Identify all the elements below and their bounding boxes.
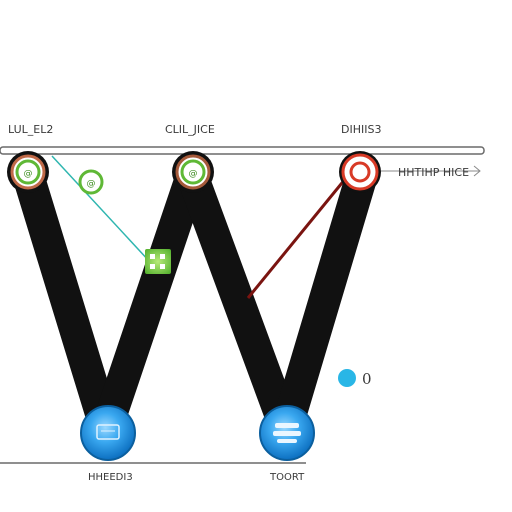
svg-text:@: @ <box>24 169 33 179</box>
label-bottom-left: HHEEDI3 <box>88 472 133 483</box>
node-bottom-right <box>259 405 315 461</box>
dark-red-connector <box>246 177 348 299</box>
label-right-side: HHTIHP HICE <box>398 166 470 179</box>
right-arrow-head <box>473 165 481 177</box>
svg-text:@: @ <box>189 169 198 179</box>
node-top-right <box>339 151 381 193</box>
beam-left-down <box>12 159 122 446</box>
legend-dot <box>338 369 356 387</box>
beam-left-up <box>90 159 208 446</box>
teal-connector <box>51 155 151 263</box>
node-bottom-left <box>80 405 136 461</box>
label-top-right: DIHIIS3 <box>341 123 382 136</box>
node-top-left: @ <box>7 151 49 193</box>
top-rail <box>0 146 485 155</box>
label-top-middle: CLIL_JICE <box>165 123 215 136</box>
label-top-left: LUL_EL2 <box>8 123 54 136</box>
green-ring-marker: @ <box>78 169 104 195</box>
svg-text:@: @ <box>87 179 96 189</box>
green-square-marker <box>145 249 171 274</box>
label-bottom-right: TOORT <box>270 472 305 483</box>
w-beams <box>12 159 378 446</box>
legend-value: 0 <box>362 370 372 388</box>
beam-right-up <box>270 159 378 446</box>
beam-right-down <box>176 159 302 446</box>
node-top-middle: @ <box>172 151 214 193</box>
